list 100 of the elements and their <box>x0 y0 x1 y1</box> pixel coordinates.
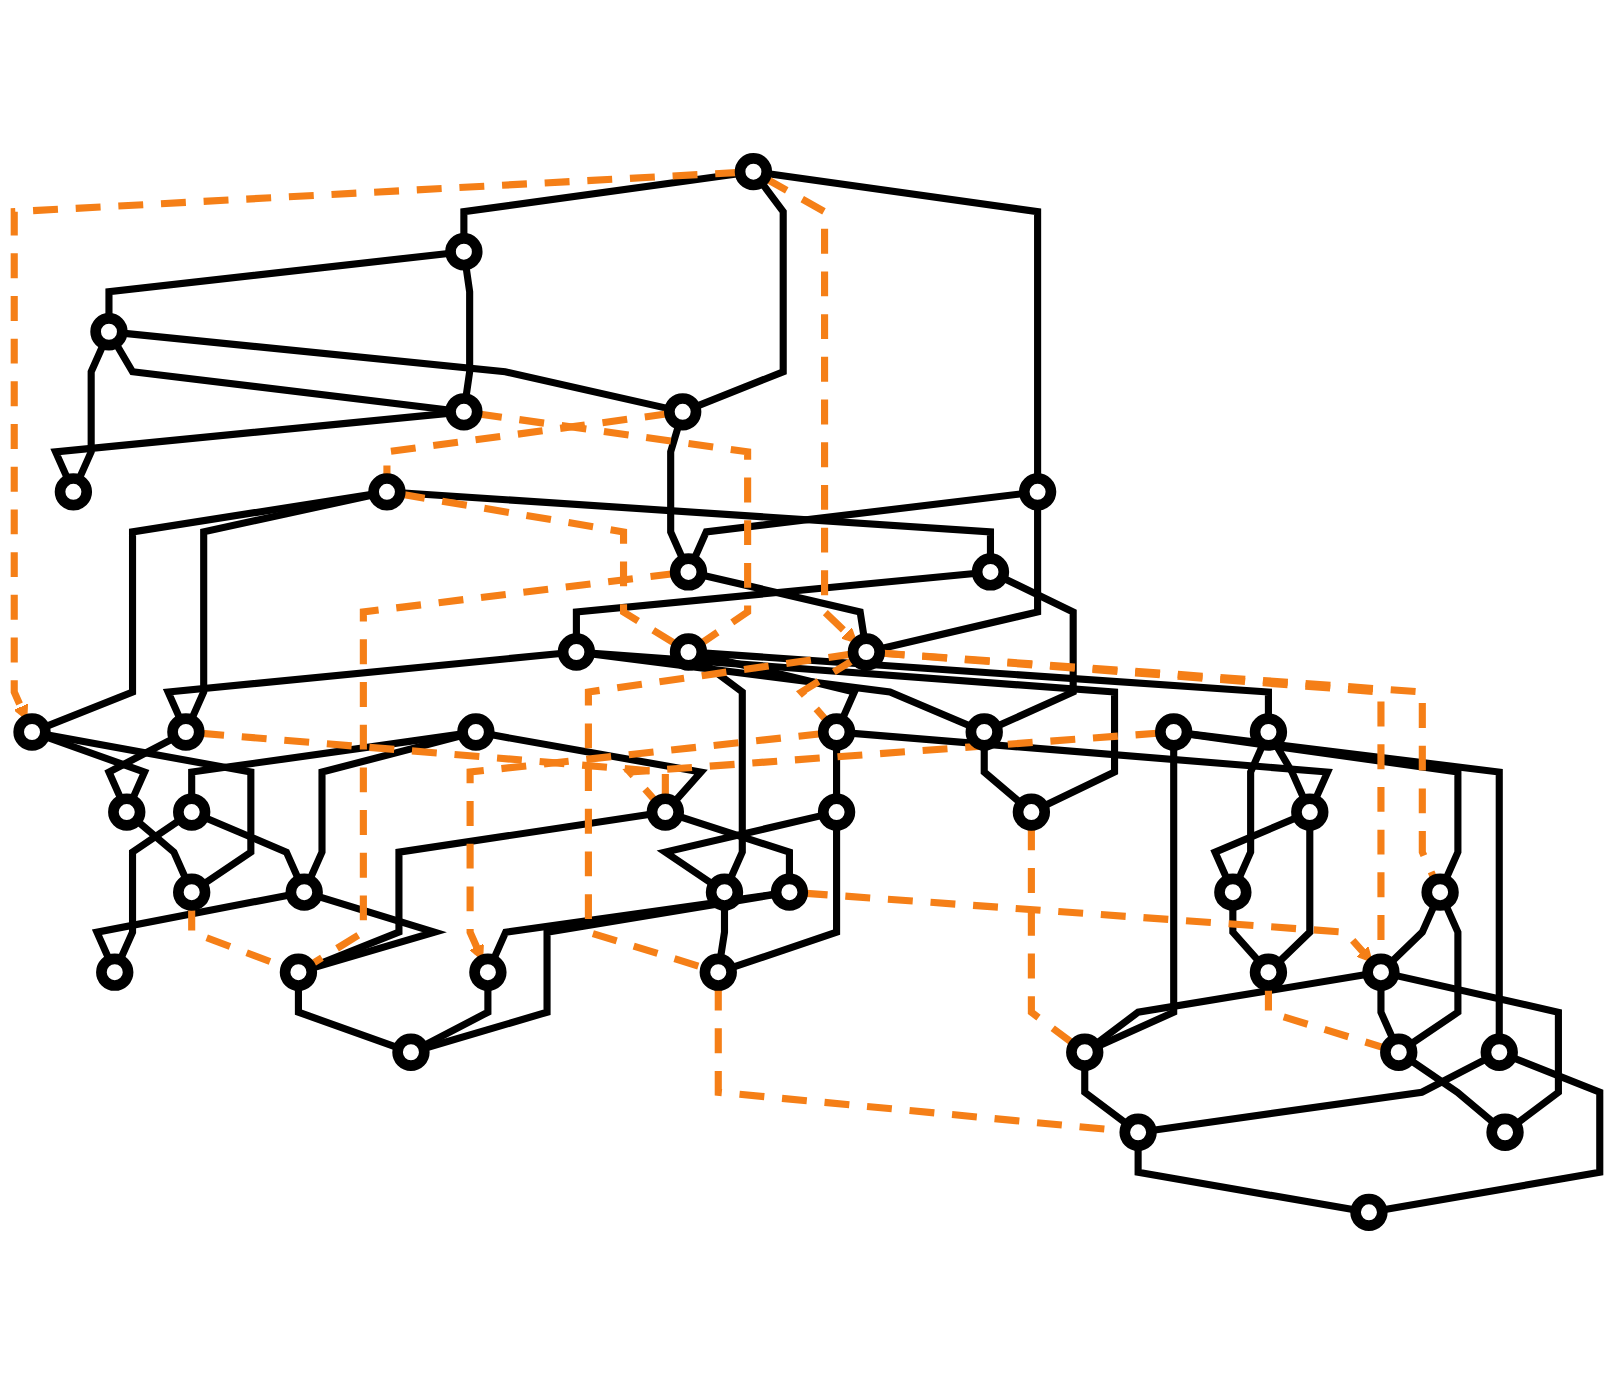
connector <box>306 731 464 882</box>
connector <box>134 818 190 882</box>
node-circle <box>445 233 483 271</box>
arrow <box>10 168 741 721</box>
connector <box>43 490 375 731</box>
node-circle <box>469 953 507 991</box>
connector <box>1027 825 1077 1048</box>
node-circle <box>1018 473 1057 511</box>
node-circle <box>646 793 685 831</box>
node-circle <box>445 393 483 431</box>
node-circle <box>90 313 128 351</box>
connector <box>202 814 303 882</box>
connector <box>383 410 670 479</box>
connector <box>43 733 150 802</box>
node-circle <box>13 713 51 751</box>
connector <box>833 745 841 799</box>
connector <box>1093 970 1369 1048</box>
node-circle <box>1362 953 1400 991</box>
connector <box>462 264 474 400</box>
connector <box>1275 825 1314 966</box>
node-circle <box>734 152 773 191</box>
node-circle <box>847 633 886 671</box>
connector <box>622 729 1161 805</box>
connector <box>1388 902 1438 966</box>
connector <box>1407 1056 1498 1127</box>
connector <box>294 985 400 1052</box>
connector <box>584 650 854 972</box>
node-circle <box>1119 1113 1157 1151</box>
connector <box>198 729 669 799</box>
node-circle <box>1380 1033 1418 1071</box>
connector <box>766 169 1042 479</box>
node-circle <box>1291 793 1329 831</box>
node-circle <box>54 473 93 511</box>
node-circle <box>1249 953 1288 991</box>
connector <box>676 812 793 879</box>
arrow <box>466 729 824 961</box>
node-circle <box>1214 873 1252 911</box>
connector <box>667 423 687 562</box>
node-circle <box>664 393 702 431</box>
node-circle <box>817 713 856 751</box>
connector <box>1229 905 1263 965</box>
connector <box>700 571 868 640</box>
connector <box>1081 1065 1130 1128</box>
connector <box>476 410 752 648</box>
connector <box>44 730 255 888</box>
connector <box>589 649 1119 810</box>
node-circle <box>1480 1033 1518 1071</box>
node-circle <box>279 953 318 991</box>
connector <box>490 890 777 962</box>
connector <box>1377 985 1397 1042</box>
node-circle <box>392 1033 430 1071</box>
connector <box>716 905 729 960</box>
connector <box>1264 985 1388 1052</box>
node-circle <box>285 873 323 911</box>
connector <box>1235 742 1267 882</box>
node-circle <box>699 953 737 991</box>
node-circle <box>457 713 495 751</box>
connector <box>399 490 679 648</box>
connector <box>400 489 994 559</box>
connector <box>878 505 1042 653</box>
connector <box>693 180 787 411</box>
connector <box>690 489 1025 562</box>
connector <box>1150 1055 1490 1134</box>
node-circle <box>108 793 146 831</box>
connector <box>112 341 452 414</box>
node-circle <box>705 873 744 911</box>
connector <box>50 409 451 482</box>
connector <box>656 811 825 888</box>
connector <box>104 735 176 802</box>
connector <box>421 985 492 1050</box>
arrow <box>802 889 1373 963</box>
node-circle <box>1486 1113 1524 1151</box>
connector <box>729 825 841 972</box>
node-circle <box>1249 713 1288 751</box>
connector <box>1210 814 1299 882</box>
node-circle <box>971 553 1010 591</box>
node-circle <box>96 953 134 991</box>
connector <box>572 569 978 639</box>
node-circle <box>1012 793 1051 831</box>
connector <box>1381 1053 1604 1214</box>
node-circle <box>1066 1033 1104 1071</box>
connector <box>422 890 777 1052</box>
node-circle <box>770 873 809 911</box>
node-circle <box>557 633 596 671</box>
node-circle <box>1155 713 1193 751</box>
connector <box>116 816 183 962</box>
connector <box>488 730 708 805</box>
connector <box>849 729 1333 802</box>
node-circle <box>167 713 205 751</box>
connector <box>1134 1145 1357 1214</box>
arrow <box>763 175 858 644</box>
connector <box>994 574 1077 730</box>
connector <box>1186 730 1503 1039</box>
node-circle <box>965 713 1003 751</box>
connector <box>75 342 107 482</box>
connector <box>162 649 564 722</box>
connector <box>1393 971 1562 1128</box>
node-circle <box>669 633 708 671</box>
connector <box>1407 902 1462 1048</box>
node-circle <box>817 793 856 831</box>
